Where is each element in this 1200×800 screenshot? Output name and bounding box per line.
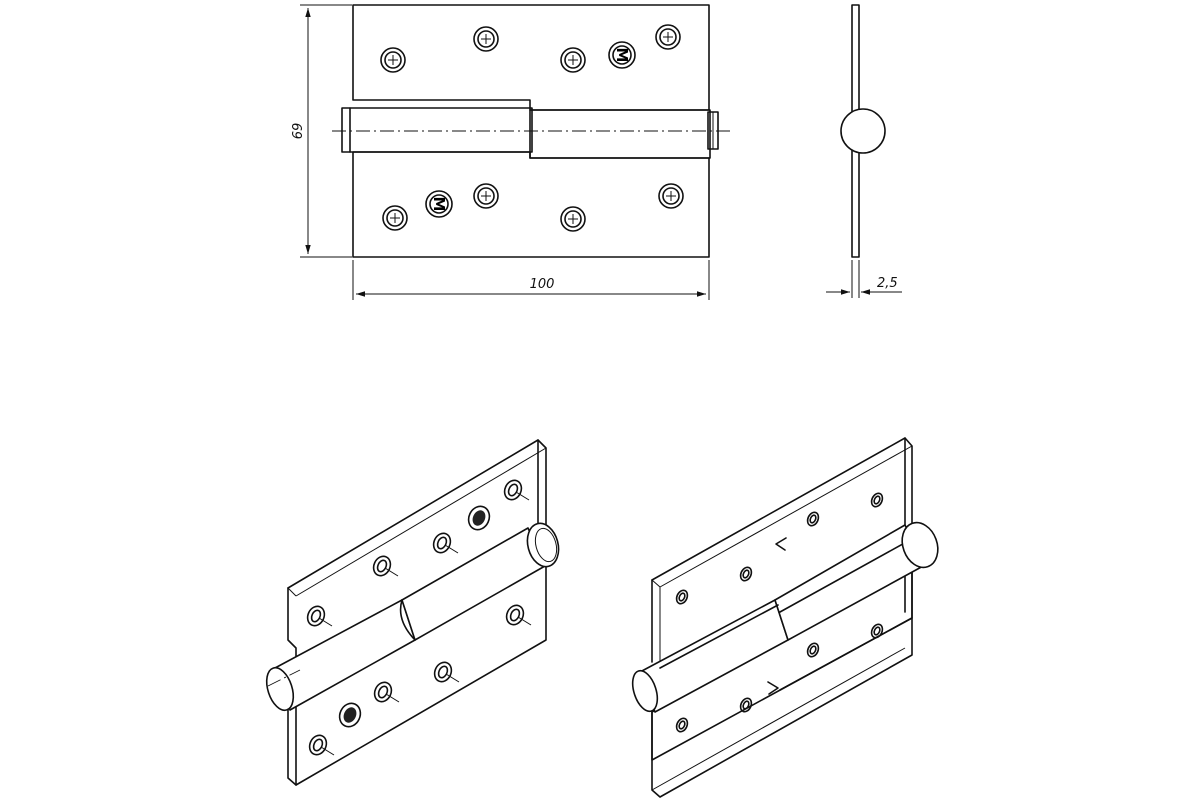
side-view: 2,5: [826, 4, 902, 298]
screw-hole: [370, 678, 400, 706]
screw-hole: [673, 715, 691, 735]
screw-hole: [430, 658, 460, 686]
isometric-right: [631, 437, 939, 798]
chevron-left-icon: [775, 537, 787, 551]
screw-hole: [502, 601, 532, 629]
knuckle-barrel: [265, 522, 560, 712]
bottom-leaf: [352, 151, 710, 258]
height-dimension: 69: [291, 4, 352, 258]
screw-hole: [473, 26, 499, 52]
screw-hole: [560, 47, 586, 73]
screw-hole: [560, 206, 586, 232]
screw-hole: [737, 564, 755, 584]
chevron-right-icon: [767, 681, 779, 695]
screw-hole: [429, 529, 459, 557]
width-label: 100: [530, 277, 555, 292]
top-leaf: [352, 4, 710, 111]
screw-hole: [673, 587, 691, 607]
screw-hole: [500, 476, 530, 504]
logo-mark-icon: M: [425, 190, 453, 218]
screw-hole: [804, 640, 822, 660]
front-view: M M 69 100: [291, 4, 730, 300]
logo-mark-icon: M: [608, 41, 636, 69]
thickness-dimension: 2,5: [826, 260, 902, 298]
screw-hole: [380, 47, 406, 73]
width-dimension: 100: [352, 260, 710, 300]
isometric-left: [265, 439, 560, 786]
screw-hole: [868, 621, 886, 641]
height-label: 69: [291, 123, 306, 140]
logo-letter: M: [613, 48, 631, 63]
screw-hole: [868, 490, 886, 510]
screw-hole: [473, 183, 499, 209]
logo-mark-icon: [467, 505, 491, 531]
screw-hole: [655, 24, 681, 50]
knuckle-barrel: [631, 521, 939, 713]
screw-hole: [305, 731, 335, 759]
screw-hole: [658, 183, 684, 209]
thickness-label: 2,5: [877, 276, 898, 291]
screw-hole: [804, 509, 822, 529]
screw-hole: [303, 602, 333, 630]
logo-mark-icon: [338, 702, 362, 728]
logo-letter: M: [430, 197, 448, 212]
screw-hole: [369, 552, 399, 580]
knuckle-barrel: [332, 107, 730, 159]
screw-hole: [382, 205, 408, 231]
